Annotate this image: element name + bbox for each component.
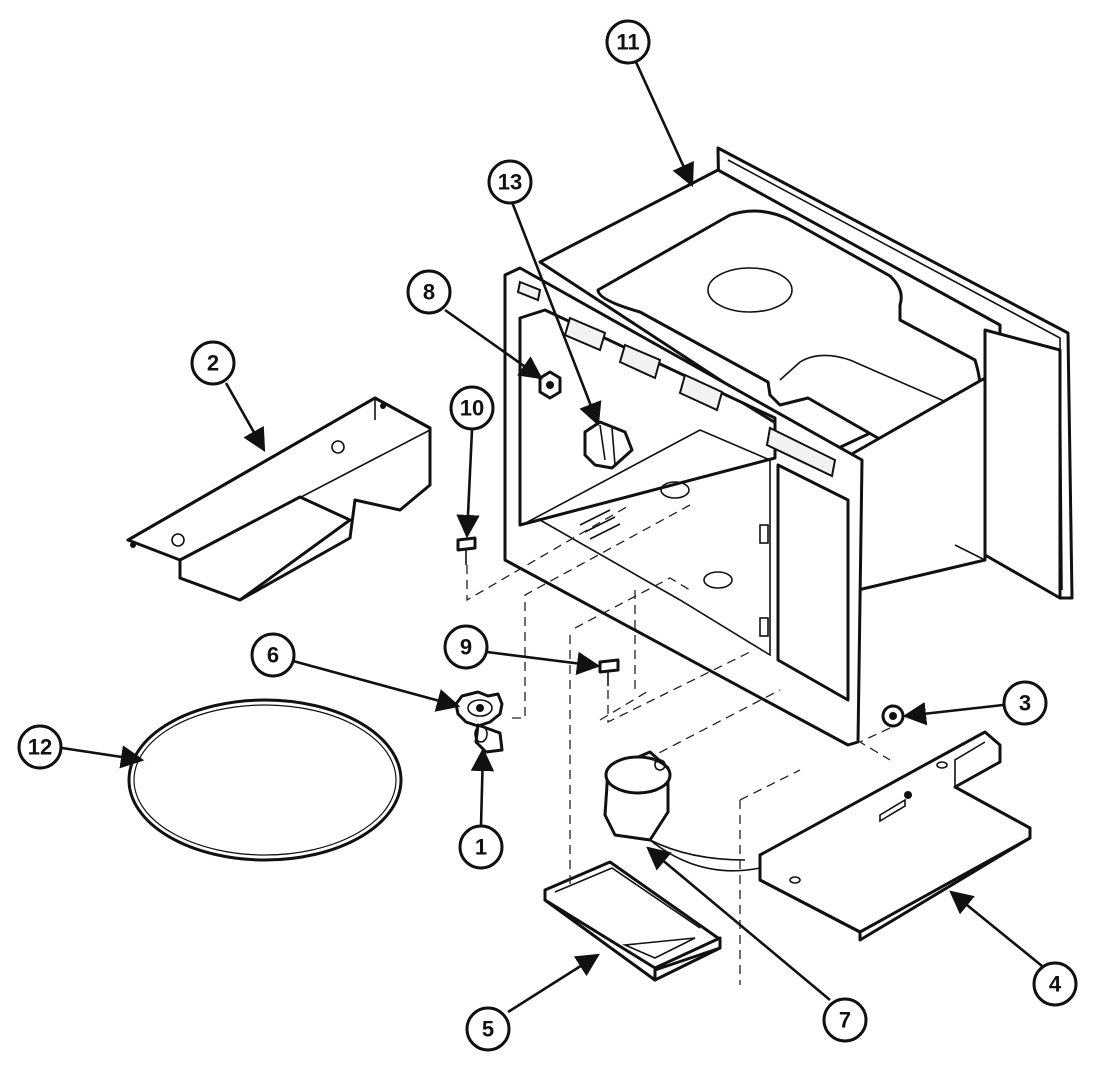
callout-9: 9: [443, 624, 489, 670]
callout-12: 12: [17, 724, 63, 770]
callout-7: 7: [822, 997, 868, 1043]
callout-3: 3: [1002, 680, 1048, 726]
part-11-cavity-housing: [538, 146, 1074, 600]
part-3-nut: [881, 704, 905, 728]
part-1-roller: [474, 723, 504, 754]
svg-text:11: 11: [616, 30, 639, 55]
callout-11: 11: [605, 19, 651, 65]
callout-8: 8: [406, 269, 452, 315]
part-2-bracket: [126, 396, 432, 602]
part-4-plate: [758, 730, 1032, 942]
part-9-screw: [598, 658, 620, 686]
assembly-dashed-lines: [466, 504, 891, 985]
part-13-switch: [583, 420, 634, 470]
svg-text:3: 3: [1019, 691, 1031, 716]
part-6-coupler: [454, 690, 504, 728]
part-5-cover: [543, 860, 722, 982]
part-12-glass-tray: [127, 698, 403, 862]
svg-text:12: 12: [28, 735, 52, 760]
svg-text:7: 7: [839, 1008, 851, 1033]
callout-4: 4: [1032, 961, 1078, 1007]
callout-5: 5: [465, 1006, 511, 1052]
svg-text:6: 6: [267, 643, 279, 668]
svg-text:13: 13: [498, 170, 522, 195]
front-frame: [503, 266, 864, 747]
part-8-nut: [538, 370, 562, 400]
svg-text:9: 9: [460, 635, 472, 660]
svg-text:10: 10: [460, 396, 484, 421]
callout-1: 1: [458, 824, 504, 870]
svg-text:1: 1: [475, 835, 487, 860]
callout-6: 6: [250, 632, 296, 678]
part-7-motor: [603, 750, 761, 872]
svg-text:4: 4: [1049, 972, 1062, 997]
svg-text:8: 8: [423, 280, 435, 305]
leader-lines: [61, 61, 1043, 1014]
callout-10: 10: [449, 385, 495, 431]
svg-text:5: 5: [482, 1017, 494, 1042]
callout-13: 13: [487, 159, 533, 205]
svg-text:2: 2: [207, 351, 219, 376]
callout-2: 2: [190, 340, 236, 386]
part-10-screw: [456, 536, 477, 565]
